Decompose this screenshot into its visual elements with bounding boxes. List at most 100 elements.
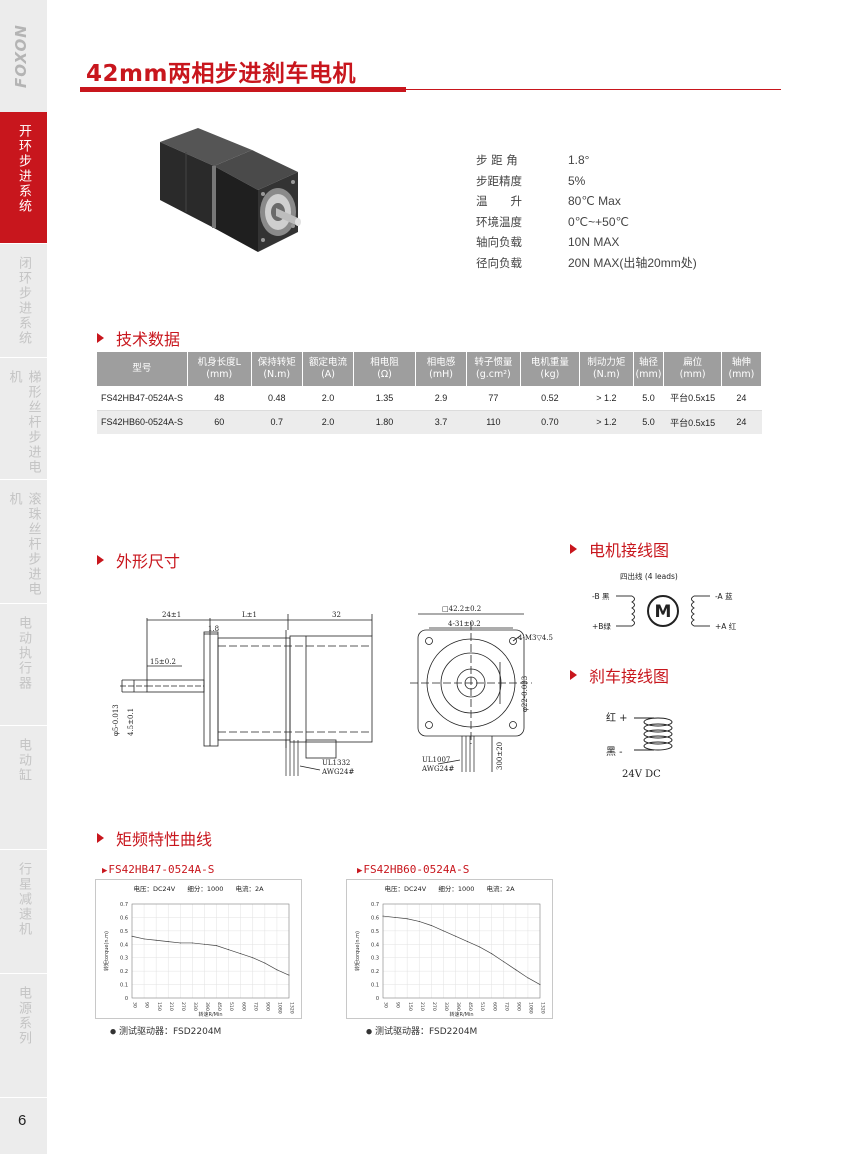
spec-value: 20N MAX(出轴20mm处): [568, 256, 697, 271]
table-cell: 2.9: [415, 386, 467, 411]
bullet-icon: ●: [110, 1027, 117, 1036]
x-tick-label: 330: [443, 1002, 449, 1011]
dimension-drawing: 24±1 L±1 32 1.8 15±0.2 φ5-0.013 4.5±0.1 …: [112, 605, 553, 776]
dim-cable-side-awg: AWG24#: [321, 768, 354, 776]
dim-flat-width: 4.5±0.1: [127, 708, 135, 736]
data-point: [252, 957, 254, 959]
sidebar-tab-closed-loop[interactable]: 闭环步进系统: [0, 244, 47, 358]
table-header-row: 型号 机身长度L(mm) 保持转矩(N.m) 额定电流(A) 相电阻(Ω) 相电…: [97, 352, 763, 386]
param-microstep: 细分：1000: [438, 885, 475, 893]
x-axis-label: 转速R/Min: [198, 1011, 222, 1018]
curve-title-text: FS42HB47-0524A-S: [108, 863, 215, 876]
x-tick-label: 720: [503, 1002, 509, 1011]
dim-flange-thickness: 1.8: [208, 625, 219, 633]
table-cell: 0.52: [520, 386, 580, 411]
x-tick-label: 330: [192, 1002, 198, 1011]
sidebar-tab-power-supply[interactable]: 电源系列: [0, 974, 47, 1098]
curve-params: 电压：DC24V 细分：1000 电流：2A: [347, 883, 552, 893]
y-axis-label: 转矩torque(n.m): [103, 931, 110, 971]
brake-wiring-diagram: 红 + 黑 - 24V DC: [606, 711, 673, 780]
sidebar-tab-open-loop[interactable]: 开环步进系统: [0, 112, 47, 244]
col-header: 扁位(mm): [663, 352, 722, 386]
wiring-left-bottom: +B绿: [592, 622, 611, 631]
section-arrow-icon: [97, 833, 104, 843]
col-header: 型号: [97, 352, 188, 386]
data-point: [131, 935, 133, 937]
section-tech-data: 技术数据: [97, 326, 180, 350]
spec-value: 80℃ Max: [568, 194, 621, 209]
page-number: 6: [18, 1112, 27, 1129]
motor-symbol: M: [655, 602, 672, 622]
param-current: 电流：2A: [486, 885, 515, 893]
section-title: 技术数据: [116, 330, 181, 349]
sidebar-tab-planetary-reducer[interactable]: 行星减速机: [0, 850, 47, 974]
col-header: 制动力矩(N.m): [579, 352, 634, 386]
curve-title: ▶FS42HB47-0524A-S: [102, 863, 214, 876]
x-tick-label: 600: [240, 1002, 246, 1011]
driver-note-text: 测试驱动器：FSD2204M: [374, 1027, 478, 1037]
wiring-right-bottom: +A 红: [715, 621, 737, 631]
data-point: [191, 942, 193, 944]
y-tick-label: 0.2: [371, 969, 379, 975]
driver-note-text: 测试驱动器：FSD2204M: [118, 1027, 222, 1037]
tech-data-table: 型号 机身长度L(mm) 保持转矩(N.m) 额定电流(A) 相电阻(Ω) 相电…: [97, 352, 763, 434]
data-point: [454, 935, 456, 937]
table-cell: 0.70: [520, 410, 580, 434]
x-tick-label: 900: [264, 1002, 270, 1011]
table-cell: 48: [187, 386, 252, 411]
sidebar-tab-actuator[interactable]: 电动执行器: [0, 604, 47, 726]
section-brake-wiring: 刹车接线图: [570, 663, 669, 687]
dim-cable-side: UL1332: [322, 759, 350, 767]
data-point: [382, 915, 384, 917]
param-microstep: 细分：1000: [187, 885, 224, 893]
y-axis-label: 转矩torque(n.m): [354, 931, 361, 971]
sidebar-tab-cylinder[interactable]: 电动缸: [0, 726, 47, 850]
table-cell: 0.48: [251, 386, 303, 411]
y-tick-label: 0.6: [120, 915, 128, 921]
dim-cable-length: 300±20: [496, 742, 504, 770]
brake-minus-label: 黑 -: [606, 746, 623, 758]
x-tick-label: 90: [395, 1002, 401, 1008]
data-point: [216, 945, 218, 947]
table-row: FS42HB47-0524A-S 48 0.48 2.0 1.35 2.9 77…: [97, 386, 762, 411]
col-header: 相电阻(Ω): [353, 352, 416, 386]
x-tick-label: 450: [467, 1002, 473, 1011]
x-tick-label: 270: [180, 1002, 186, 1011]
category-sidebar: FOXON 开环步进系统 闭环步进系统 梯形丝杆步进电机 滚珠丝杆步进电机 电动…: [0, 0, 47, 1154]
table-cell: 1.80: [353, 410, 416, 434]
table-cell: FS42HB60-0524A-S: [97, 410, 188, 434]
y-tick-label: 0.5: [120, 929, 128, 935]
data-point: [167, 941, 169, 943]
sidebar-tab-ball-screw[interactable]: 滚珠丝杆步进电机: [0, 480, 47, 604]
y-tick-label: 0.4: [371, 942, 379, 948]
dim-holes: 4-M3▽4.5: [518, 634, 553, 642]
brake-voltage: 24V DC: [622, 769, 661, 780]
dim-shaft-flat: 15±0.2: [150, 658, 176, 666]
x-tick-label: 510: [228, 1002, 234, 1011]
x-tick-label: 510: [479, 1002, 485, 1011]
y-tick-label: 0: [376, 996, 379, 1002]
table-cell: 3.7: [415, 410, 467, 434]
table-cell: > 1.2: [579, 386, 634, 411]
table-cell: 60: [187, 410, 252, 434]
col-header: 机身长度L(mm): [187, 352, 252, 386]
spec-label: 步 距 角: [476, 153, 518, 168]
title-arrow-icon: ▶: [357, 866, 363, 876]
spec-label: 温 升: [476, 194, 522, 209]
dim-cable-front-awg: AWG24#: [421, 765, 454, 773]
section-title: 电机接线图: [589, 541, 670, 560]
x-tick-label: 450: [216, 1002, 222, 1011]
y-tick-label: 0.7: [120, 902, 128, 908]
sidebar-tab-trapezoid-screw[interactable]: 梯形丝杆步进电机: [0, 358, 47, 480]
x-tick-label: 30: [132, 1002, 138, 1008]
spec-label: 轴向负载: [476, 235, 522, 250]
col-header: 额定电流(A): [302, 352, 355, 386]
dim-hole-pitch: 4-31±0.2: [448, 620, 481, 628]
param-current: 电流：2A: [235, 885, 264, 893]
data-point: [203, 943, 205, 945]
